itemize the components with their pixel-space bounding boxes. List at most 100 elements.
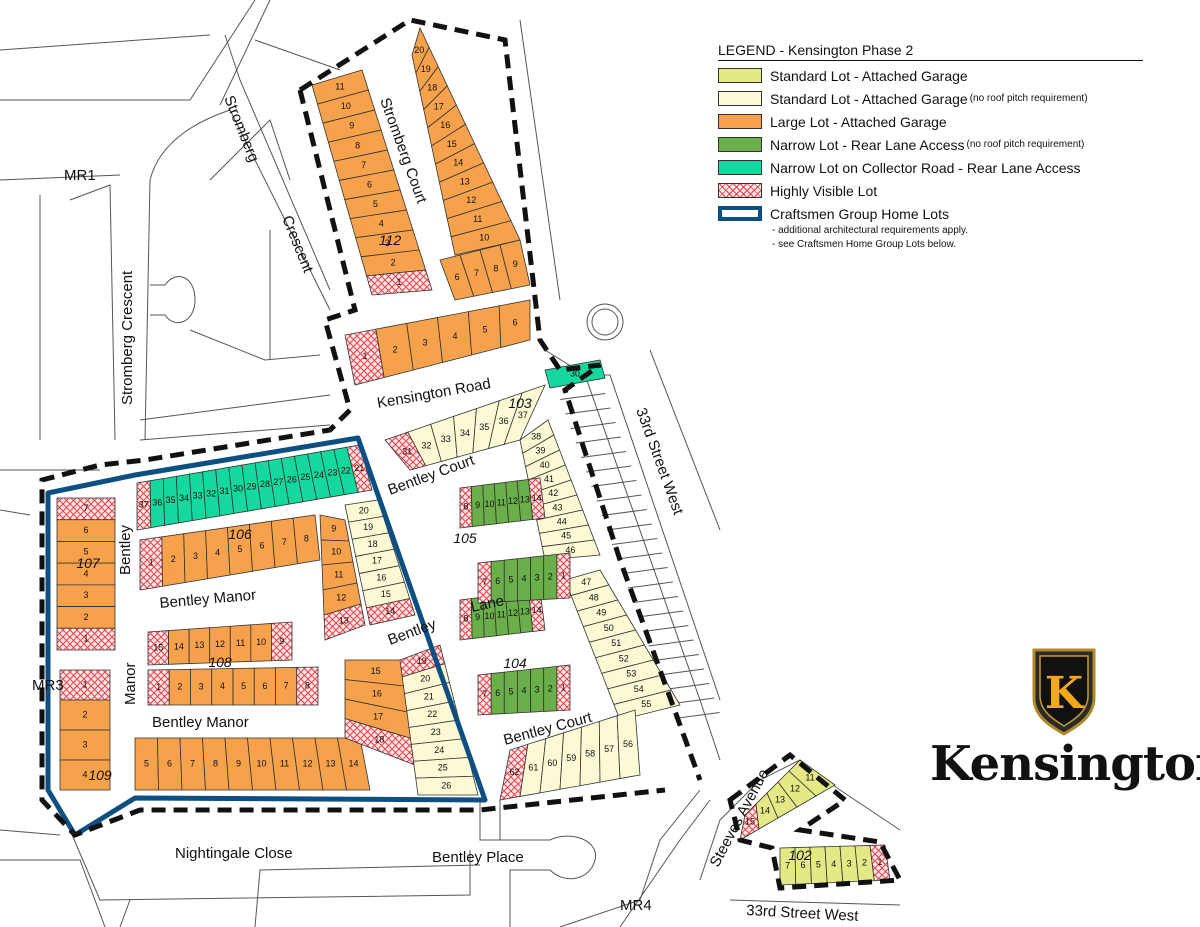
lot[interactable]: 8 — [202, 737, 230, 791]
legend-label: Craftsmen Group Home Lots — [770, 205, 949, 222]
lot[interactable]: 8 — [459, 486, 473, 529]
lot[interactable]: 3 — [530, 555, 545, 601]
lot[interactable]: 3 — [406, 317, 443, 371]
lot[interactable]: 8 — [296, 666, 319, 706]
lot[interactable]: 37 — [136, 480, 152, 531]
lot[interactable]: 6 — [498, 299, 531, 349]
lot-number: 6 — [83, 525, 88, 535]
lot[interactable]: 7 — [275, 666, 298, 706]
lot-number: 44 — [557, 516, 567, 526]
lot[interactable]: 59 — [559, 726, 582, 790]
lot[interactable]: 4 — [437, 311, 473, 364]
lot[interactable]: 26 — [415, 775, 479, 796]
lot[interactable]: 14 — [528, 477, 546, 520]
lot[interactable]: 5 — [503, 558, 518, 602]
lot[interactable]: 5 — [467, 305, 502, 356]
lot[interactable]: 1 — [366, 269, 433, 296]
lot[interactable]: 7 — [56, 497, 116, 521]
lot[interactable]: 14 — [365, 598, 416, 626]
lot[interactable]: 36 — [149, 478, 166, 529]
lot[interactable]: 3 — [183, 530, 208, 583]
brand-wordmark: Kensington — [930, 736, 1200, 792]
lot-number: 5 — [508, 687, 513, 697]
lot[interactable]: 8 — [292, 514, 321, 565]
lot-number: 59 — [566, 753, 576, 763]
legend-item: Large Lot - Attached Garage — [718, 110, 1143, 133]
lot-number: 14 — [174, 641, 184, 651]
road-edge — [0, 0, 256, 101]
lot-number: 3 — [422, 338, 427, 348]
lot-number: 1 — [149, 558, 154, 568]
lot[interactable]: 10 — [250, 622, 272, 662]
lot-number: 13 — [775, 794, 785, 804]
lot[interactable]: 1 — [139, 536, 163, 591]
lot[interactable]: 14 — [168, 628, 190, 665]
lot[interactable]: 6 — [157, 737, 183, 791]
lot[interactable]: 35 — [162, 475, 179, 526]
lot[interactable]: 9 — [319, 514, 350, 542]
road-edge — [139, 424, 331, 441]
road-edge — [119, 899, 131, 927]
lot-number: 4 — [521, 686, 526, 696]
lot-number: 36 — [499, 416, 509, 426]
lot[interactable]: 6 — [56, 519, 116, 542]
lot[interactable]: 5 — [232, 667, 255, 706]
block-number: 108 — [208, 654, 232, 670]
lot-number: 11 — [334, 569, 343, 579]
lot[interactable]: 4 — [517, 668, 531, 714]
lot-number: 17 — [373, 712, 383, 722]
lot-number: 4 — [82, 769, 87, 779]
lot[interactable]: 4 — [211, 668, 234, 706]
lot[interactable]: 11 — [788, 759, 836, 797]
lot[interactable]: 13 — [188, 627, 211, 664]
lot-number: 4 — [379, 218, 384, 228]
lot[interactable]: 4 — [517, 556, 531, 602]
lot[interactable]: 7 — [477, 673, 492, 716]
lot[interactable]: 1 — [59, 669, 111, 701]
lane-lot-line — [622, 567, 668, 574]
lot[interactable]: 7 — [179, 737, 206, 791]
lot[interactable]: 2 — [543, 553, 558, 600]
lot-number: 33 — [441, 434, 451, 444]
lot-number: 30 — [233, 484, 243, 494]
block-number: 105 — [453, 530, 477, 546]
lot[interactable]: 6 — [248, 520, 276, 572]
lot-number: 20 — [414, 45, 424, 55]
lot[interactable]: 3 — [59, 729, 111, 761]
lot[interactable]: 2 — [543, 665, 558, 712]
lot[interactable]: 25 — [413, 757, 474, 779]
lot[interactable]: 6 — [253, 667, 276, 706]
lot[interactable]: 57 — [598, 715, 621, 783]
lot[interactable]: 6 — [490, 671, 505, 715]
lot-number: 13 — [194, 640, 204, 650]
lot[interactable]: 3 — [56, 584, 116, 607]
road-edge — [0, 859, 106, 927]
lot[interactable]: 4 — [59, 759, 111, 791]
label-bentley-manor-south: Bentley Manor — [152, 714, 249, 731]
lot[interactable]: 5 — [134, 737, 159, 791]
lot[interactable]: 2 — [161, 533, 186, 587]
lot[interactable]: 1 — [56, 627, 116, 651]
lot[interactable]: 3 — [530, 667, 545, 713]
lot[interactable]: 1 — [556, 664, 571, 712]
lot[interactable]: 10 — [450, 220, 521, 256]
lot[interactable]: 11 — [229, 624, 252, 663]
lot[interactable]: 1 — [147, 669, 170, 706]
lot[interactable]: 1 — [556, 552, 571, 600]
lot[interactable]: 56 — [616, 709, 641, 780]
lot[interactable]: 5 — [809, 846, 828, 884]
lot[interactable]: 2 — [168, 668, 191, 706]
lot[interactable]: 3 — [190, 668, 213, 706]
lot[interactable]: 58 — [579, 720, 601, 787]
lot[interactable]: 10 — [320, 539, 354, 566]
lot[interactable]: 9 — [471, 484, 485, 528]
lot[interactable]: 2 — [56, 606, 116, 629]
lot[interactable]: 2 — [59, 699, 111, 731]
lot[interactable]: 4 — [205, 527, 231, 580]
lot[interactable]: 5 — [503, 670, 518, 714]
lot[interactable]: 15 — [147, 630, 169, 666]
lot[interactable]: 13 — [323, 603, 366, 641]
lot[interactable]: 9 — [271, 621, 293, 662]
lot-number: 8 — [304, 534, 309, 544]
